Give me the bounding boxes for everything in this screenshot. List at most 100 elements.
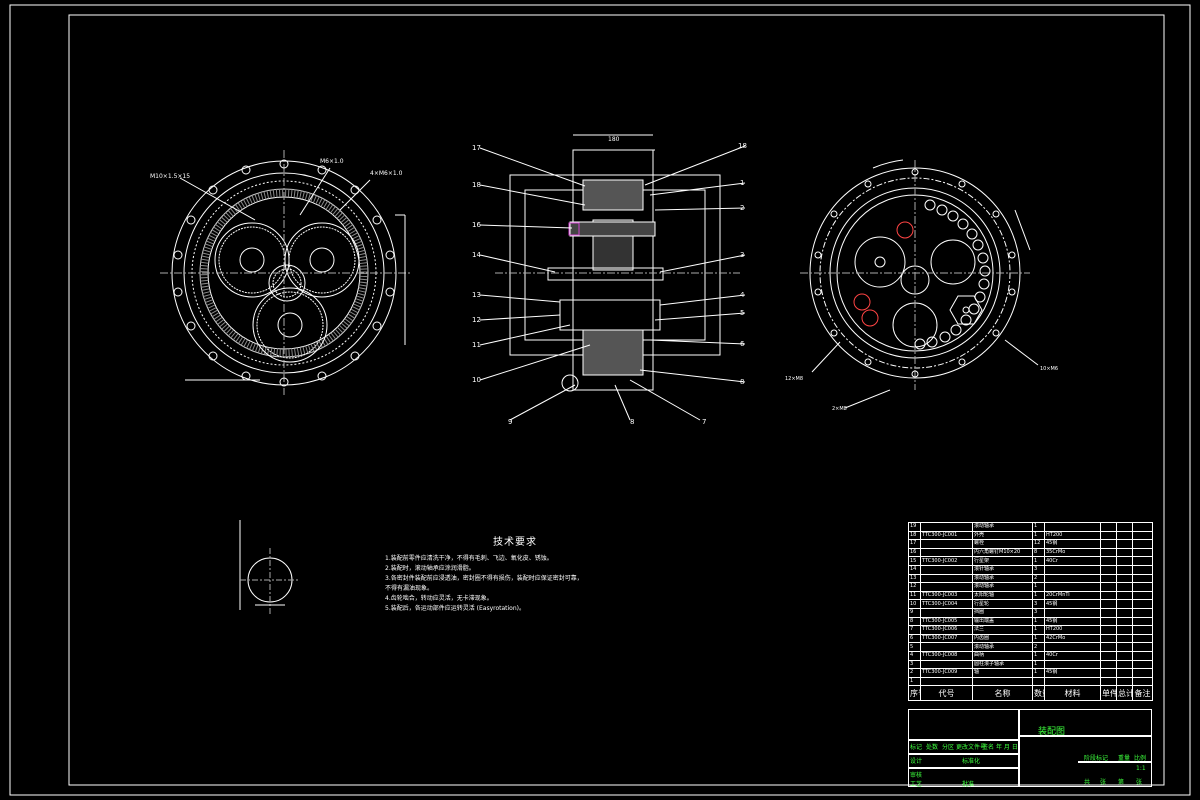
bom-cell [1116, 659, 1133, 670]
bom-cell: 1 [1032, 625, 1045, 635]
bom-cell [1116, 539, 1133, 549]
bom-cell: 挡圈 [972, 607, 1033, 618]
label-2: 2 [740, 204, 744, 212]
tb-sheet: 张 [1100, 779, 1107, 786]
bom-cell [1044, 642, 1101, 652]
label-14: 14 [472, 251, 481, 259]
bom-cell: 滚动轴承 [972, 582, 1033, 592]
bom-cell [1116, 556, 1133, 566]
bom-header-cell: 单件 [1100, 685, 1117, 702]
label-9: 9 [508, 418, 512, 426]
bom-cell [1116, 625, 1133, 635]
label-6: 6 [740, 340, 745, 348]
bom-cell: 45钢 [1044, 539, 1101, 549]
bom-cell: TTC300-JC001 [920, 530, 973, 541]
section-view [479, 134, 746, 421]
bom-header-cell: 代号 [920, 685, 973, 702]
bom-cell: TTC300-JC004 [920, 599, 973, 609]
bom-cell [1032, 676, 1045, 687]
bom-cell: 1 [1032, 590, 1045, 601]
bom-cell: TTC300-JC006 [920, 625, 973, 635]
bom-cell: 1 [908, 676, 921, 687]
bom-cell: 45钢 [1044, 668, 1101, 678]
right-note-1: 12×M8 [785, 376, 803, 382]
label-7: 7 [702, 418, 706, 426]
bom-cell [1100, 668, 1117, 678]
tb-label: 审核 [910, 772, 923, 779]
tb-label: 批准 [962, 781, 975, 788]
bom-cell [1100, 547, 1117, 558]
tb-label: 比例 [1134, 755, 1147, 762]
bom-cell [920, 573, 973, 584]
bom-cell [1100, 564, 1117, 575]
bom-cell [1100, 573, 1117, 584]
dim-top: 180 [608, 136, 620, 143]
bom-cell [1100, 556, 1117, 566]
bom-cell [1132, 539, 1153, 549]
technical-requirements: 技术要求 1.装配前零件应清洗干净，不得有毛刺、飞边、氧化皮、锈蚀。 2.装配时… [385, 533, 645, 614]
label-18r: 18 [738, 142, 747, 150]
bom-cell: 3 [1032, 564, 1045, 575]
bom-cell [1100, 633, 1117, 644]
label-5: 5 [740, 309, 744, 317]
bom-cell [1116, 547, 1133, 558]
tb-divider [1018, 735, 1152, 737]
bom-cell [1116, 676, 1133, 687]
bom-cell [1044, 522, 1101, 532]
bom-cell [1116, 522, 1133, 532]
bom-cell [1132, 616, 1153, 627]
bom-cell: 6 [908, 633, 921, 644]
bom-cell: 外壳 [972, 530, 1033, 541]
bom-cell: 轴 [972, 668, 1033, 678]
bom-cell: 2 [1032, 642, 1045, 652]
bom-cell: 17 [908, 539, 921, 549]
bom-cell: 内六角螺钉M10×20 [972, 547, 1033, 558]
section-view-labels: 17 18 16 14 13 12 11 10 9 18 1 2 3 4 5 6… [472, 136, 747, 426]
bom-cell: 3 [1032, 599, 1045, 609]
bom-cell: 19 [908, 522, 921, 532]
bom-cell [1116, 599, 1133, 609]
bom-cell: 滚针轴承 [972, 564, 1033, 575]
bom-cell [1100, 659, 1117, 670]
front-view-bolt-holes [173, 159, 395, 387]
bom-header-cell: 材料 [1044, 685, 1101, 702]
bom-cell [920, 642, 973, 652]
bom-cell [1100, 522, 1117, 532]
right-note-3: 2×M8 [832, 406, 847, 412]
bom-cell [1132, 522, 1153, 532]
bom-cell: 11 [908, 590, 921, 601]
label-12: 12 [472, 316, 481, 324]
bom-cell [920, 607, 973, 618]
bom-cell: 1 [1032, 659, 1045, 670]
tb-label: 年 月 日 [996, 744, 1018, 751]
bom-cell [1132, 642, 1153, 652]
bom-cell: 40Cr [1044, 650, 1101, 661]
bom-cell: HT200 [1044, 625, 1101, 635]
bom-cell: TTC300-JC008 [920, 650, 973, 661]
bom-cell [920, 547, 973, 558]
bom-cell [1116, 590, 1133, 601]
tb-sheet: 张 [1136, 779, 1143, 786]
right-view-bolt-holes [814, 168, 1016, 378]
bom-cell [1100, 642, 1117, 652]
bom-cell [920, 564, 973, 575]
bom-cell [972, 676, 1033, 687]
bom-cell: 1 [1032, 633, 1045, 644]
bom-cell: 内齿圈 [972, 633, 1033, 644]
bom-cell: 滚动轴承 [972, 642, 1033, 652]
front-note-3: 4×M6×1.0 [370, 170, 403, 177]
bom-cell [1132, 599, 1153, 609]
bom-cell [1044, 573, 1101, 584]
tb-sheet: 共 [1084, 779, 1091, 786]
bom-cell: 行星轮 [972, 599, 1033, 609]
title-block: 装配图 标记 处数 分区 更改文件号 签名 年 月 日 设计 标准化 审核 工艺… [908, 709, 1152, 788]
